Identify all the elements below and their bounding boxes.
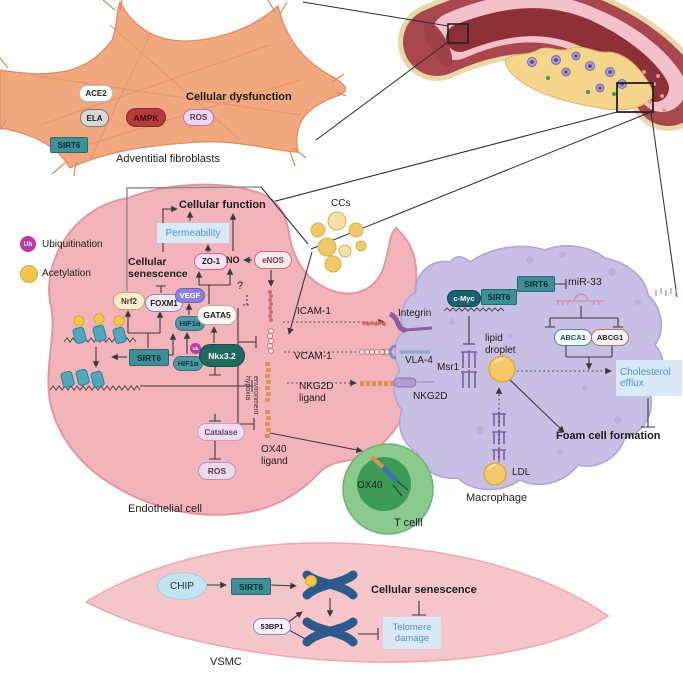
t-cell-shape [342, 443, 434, 535]
ccs-label: CCs [331, 198, 351, 209]
ros-node-endothelial: ROS [198, 462, 236, 480]
ampk-node: AMPK [126, 108, 166, 127]
lipid-droplet-icon [488, 355, 516, 383]
sirt6-node-macrophage: SIRT6 [517, 276, 555, 292]
chip-node: CHIP [157, 572, 207, 600]
ox40-ligand-chain [265, 410, 271, 438]
vla4-receptor [388, 344, 430, 360]
chromatin-deacetylated [49, 368, 141, 391]
mir33-label: miR-33 [568, 276, 602, 288]
gata5-node: GATA5 [197, 305, 237, 325]
adventitia-texture [642, 70, 666, 112]
inset-leader-lines [248, 1, 678, 298]
macrophage-label: Macrophage [466, 492, 528, 504]
sirt6-node-fibroblast: SIRT6 [50, 137, 88, 153]
vsmc-label: VSMC [210, 656, 242, 668]
cellular-senescence-label-vsmc: Cellular senescence [371, 584, 477, 596]
msr1-label: Msr1 [437, 362, 460, 373]
ldl-receptor [492, 412, 506, 460]
nkx32-node: Nkx3.2 [199, 344, 245, 367]
endothelial-cell-label: Endothelial cell [128, 503, 202, 515]
cellular-function-label: Cellular function [179, 199, 266, 211]
vsmc-arrows [204, 581, 426, 641]
cholesterol-crystals-icon [310, 211, 367, 273]
vcam1-molecule-chain [267, 328, 390, 355]
chromosome-damaged [302, 617, 358, 647]
macrophage-arrows [443, 279, 655, 462]
ldl-label: LDL [512, 467, 531, 478]
53bp1-node: 53BP1 [253, 618, 291, 635]
mir33-hairpin-icon [556, 293, 604, 305]
vegf-node: VEGF [175, 288, 205, 303]
hypoxia-environment-label: hypoxia environment [244, 376, 260, 415]
abcg1-node: ABCG1 [591, 329, 629, 346]
nkg2d-label: NKG2D [413, 391, 448, 402]
magnified-frame-corner [126, 186, 262, 291]
vessel-illustration [398, 0, 683, 131]
cholesterol-efflux-badge: Cholesterol efflux [616, 360, 682, 396]
fibroblast-label: Adventitial fibroblasts [116, 153, 220, 165]
cmyc-node: c-Myc [447, 290, 481, 307]
icam1-molecule-chain [268, 290, 386, 326]
question-mark-label: ? [237, 280, 244, 292]
vla4-label: VLA-4 [405, 355, 433, 366]
chromatin-acetylated [63, 313, 137, 344]
zo1-node: ZO-1 [194, 253, 228, 270]
vessel-inset-box-wall [447, 23, 469, 44]
acetylation-icon [20, 265, 38, 283]
integrin-receptor [388, 311, 433, 333]
legend-ubiquitination-label: Ubiquitination [42, 239, 103, 250]
telomere-damage-badge: Telomere damage [383, 617, 441, 649]
ox40-label: OX40 [357, 480, 383, 491]
vcam1-label: VCAM-1 [294, 351, 332, 362]
mirna-fragment-icon [655, 288, 677, 296]
endothelial-arrows [92, 205, 389, 460]
ldl-particle-icon [483, 462, 507, 486]
sirt6-node-vsmc: SIRT6 [231, 578, 271, 595]
nkg2d-ligand-chain [265, 362, 394, 402]
nkg2d-ligand-label: NKG2D ligand [299, 381, 334, 404]
ros-node-fibroblast: ROS [183, 109, 214, 126]
icam1-label: ICAM-1 [297, 306, 331, 317]
ubiquitination-icon: Ub [20, 236, 36, 252]
ox40-receptor-pair [370, 455, 409, 497]
leader-to-ccs [260, 186, 309, 245]
foxm1-node: FOXM1 [145, 294, 183, 312]
sirt6-node-endothelial: SIRT6 [129, 349, 169, 366]
abca1-node: ABCA1 [554, 329, 592, 346]
t-cell-label: T celll [394, 517, 423, 529]
lipid-droplet-label: lipid droplet [485, 333, 516, 356]
foam-cell-formation-label: Foam cell formation [556, 430, 661, 442]
ela-node: ELA [80, 109, 109, 127]
vessel-cut-end [423, 21, 453, 67]
ace2-node: ACE2 [79, 85, 113, 102]
legend-acetylation-label: Acetylation [42, 268, 91, 279]
ox40-ligand-label: OX40 ligand [261, 444, 288, 467]
nkg2d-receptor [393, 377, 434, 388]
vsmc-cell-shape [84, 542, 610, 663]
no-label: NO [226, 255, 240, 265]
enos-node: eNOS [254, 251, 292, 269]
msr1-receptor [461, 350, 477, 388]
cellular-senescence-label-endothelial: Cellular senescence [128, 256, 188, 281]
ubiquitin-mark-icon: Ub [190, 343, 201, 354]
catalase-node: Catalase [197, 423, 245, 441]
cellular-dysfunction-label: Cellular dysfunction [186, 91, 292, 103]
sirt6-node-dna: SIRT6 [481, 289, 517, 305]
foam-cells-in-plaque [527, 51, 627, 97]
permeability-badge: Permeability [157, 223, 229, 243]
nrf2-node: Nrf2 [113, 292, 145, 310]
integrin-label: Integrin [398, 308, 432, 319]
acetyl-mark-on-chromosome [305, 575, 317, 587]
vessel-inset-box-plaque [616, 82, 654, 113]
